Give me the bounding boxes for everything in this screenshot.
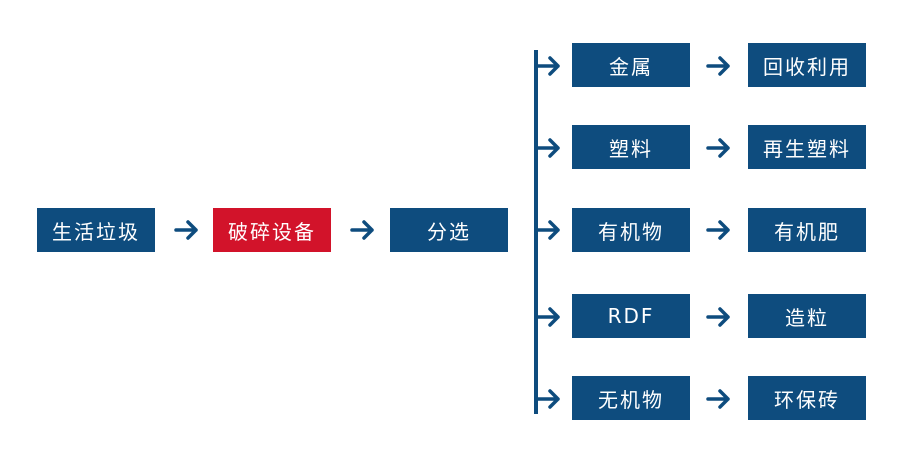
node-product-granulation: 造粒: [748, 294, 866, 338]
arrow-icon: [350, 220, 374, 240]
node-crushing-equipment: 破碎设备: [213, 208, 331, 252]
arrow-icon: [536, 220, 560, 240]
arrow-icon: [706, 220, 730, 240]
node-product-recycled-plastic: 再生塑料: [748, 125, 866, 169]
node-material-metal: 金属: [572, 43, 690, 87]
arrow-icon: [706, 389, 730, 409]
node-household-waste: 生活垃圾: [37, 208, 155, 252]
branch-connector-line: [534, 50, 538, 414]
node-product-organic-fertilizer: 有机肥: [748, 208, 866, 252]
node-product-eco-brick: 环保砖: [748, 376, 866, 420]
node-material-plastic: 塑料: [572, 125, 690, 169]
arrow-icon: [536, 389, 560, 409]
arrow-icon: [536, 56, 560, 76]
node-sorting: 分选: [390, 208, 508, 252]
node-material-organic: 有机物: [572, 208, 690, 252]
arrow-icon: [706, 138, 730, 158]
node-product-recycling: 回收利用: [748, 43, 866, 87]
arrow-icon: [536, 307, 560, 327]
node-material-rdf: RDF: [572, 294, 690, 338]
arrow-icon: [174, 220, 198, 240]
arrow-icon: [706, 307, 730, 327]
arrow-icon: [536, 138, 560, 158]
arrow-icon: [706, 56, 730, 76]
node-material-inorganic: 无机物: [572, 376, 690, 420]
